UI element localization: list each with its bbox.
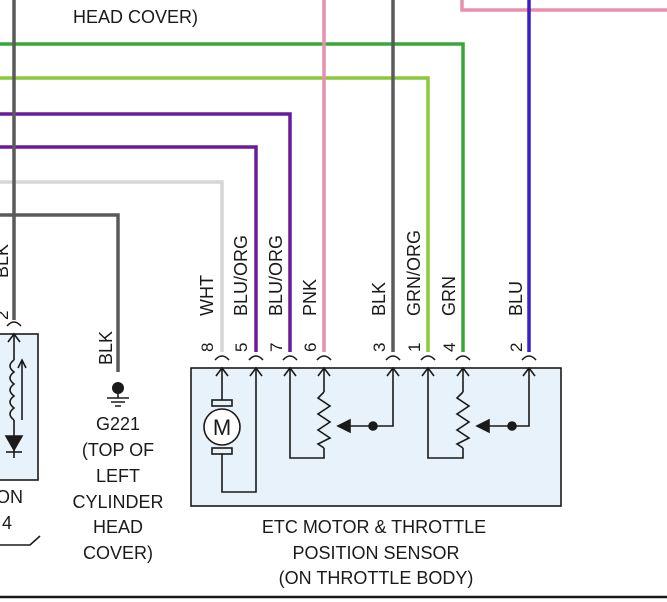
left-wire-label: BLK (0, 244, 12, 278)
ground-wire-label: BLK (96, 331, 116, 365)
component-title-line1: ETC MOTOR & THROTTLE (262, 517, 486, 537)
wire-label-wht: WHT (197, 275, 217, 316)
left-component-text-1: ON (0, 487, 23, 507)
ground-desc-line5: COVER) (83, 543, 153, 563)
wire-grn (0, 42, 465, 352)
potentiometer-icon (427, 380, 530, 459)
left-pin-number: 2 (0, 311, 12, 320)
ground-desc-line4: HEAD (93, 517, 143, 537)
wire-label-blu-org-7: BLU/ORG (266, 235, 286, 316)
left-component-box (0, 333, 39, 481)
wire-label-pnk: PNK (300, 279, 320, 316)
pin-arrow-icon (215, 366, 536, 380)
wire-blu-org-7 (0, 112, 292, 352)
wire-label-blk: BLK (369, 282, 389, 316)
left-component-text-2: 4 (2, 513, 12, 533)
wire-ground-blk (0, 213, 120, 372)
ground-icon (107, 382, 129, 407)
motor-icon: M (203, 408, 241, 446)
wire-label-grn: GRN (439, 276, 459, 316)
component-title-line2: POSITION SENSOR (292, 543, 459, 563)
pin-number-7: 7 (267, 343, 286, 352)
wire-label-grn-org: GRN/ORG (404, 230, 424, 316)
pin-number-5: 5 (232, 343, 251, 352)
wire-wht (0, 180, 224, 352)
wire-label-blu-org-5: BLU/ORG (231, 235, 251, 316)
ground-desc-line3: CYLINDER (72, 492, 163, 512)
etc-component-box (190, 367, 562, 507)
wire-blu-org-5 (0, 145, 258, 352)
pin-number-1: 1 (405, 343, 424, 352)
coil-icon (9, 346, 27, 421)
ground-desc-line1: (TOP OF (82, 440, 154, 460)
pin-number-8: 8 (198, 343, 217, 352)
pin-number-4: 4 (440, 343, 459, 352)
pin-number-6: 6 (301, 343, 320, 352)
potentiometer-icon (289, 380, 394, 459)
left-component-leader (0, 535, 41, 546)
pin-number-2: 2 (507, 343, 526, 352)
wire-label-blu: BLU (506, 281, 526, 316)
connector-pin-icon (6, 321, 22, 346)
wire-pink-top (460, 0, 667, 12)
header-partial-label: HEAD COVER) (73, 7, 198, 27)
component-title-line3: (ON THROTTLE BODY) (279, 568, 474, 588)
pin-number-3: 3 (370, 343, 389, 352)
motor-circuit (211, 380, 257, 493)
connector-pin-icon (214, 355, 537, 361)
wire-grn-org (0, 76, 430, 352)
diode-icon (4, 420, 24, 458)
motor-label: M (213, 415, 231, 440)
ground-desc-line2: LEFT (96, 466, 140, 486)
ground-id: G221 (96, 414, 140, 434)
